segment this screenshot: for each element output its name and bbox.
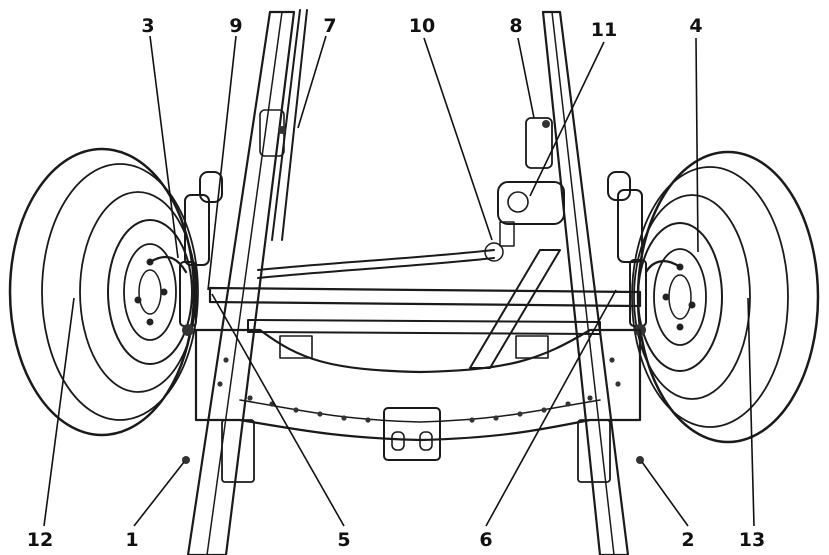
callout-2: 2 — [681, 529, 694, 551]
callout-5: 5 — [337, 529, 350, 551]
leader-10 — [423, 37, 493, 241]
steering-gear — [497, 181, 565, 247]
leader-1 — [133, 461, 185, 527]
frame-rails — [186, 9, 630, 555]
callout-labels: 3 9 7 10 8 11 4 12 1 5 6 2 13 — [27, 15, 765, 551]
axle-assembly — [208, 242, 642, 369]
callout-7: 7 — [323, 15, 336, 37]
leader-13 — [747, 297, 755, 527]
callout-1: 1 — [125, 529, 138, 551]
leader-9 — [207, 35, 237, 291]
right-shock-absorber — [607, 171, 647, 336]
steering-box-mount — [525, 117, 553, 169]
left-wheel — [8, 147, 199, 437]
leader-8 — [517, 37, 535, 119]
leader-2 — [641, 461, 689, 527]
callout-6: 6 — [479, 529, 492, 551]
right-wheel — [631, 150, 820, 444]
callout-8: 8 — [509, 15, 522, 37]
leader-3 — [149, 35, 179, 259]
leader-7 — [297, 35, 327, 129]
callout-12: 12 — [27, 529, 53, 551]
leader-lines — [43, 35, 755, 527]
leader-5 — [211, 293, 345, 527]
leader-11 — [529, 41, 605, 197]
callout-10: 10 — [409, 15, 435, 37]
callout-4: 4 — [689, 15, 702, 37]
callout-3: 3 — [141, 15, 154, 37]
leader-4 — [695, 37, 699, 253]
callout-13: 13 — [739, 529, 765, 551]
callout-11: 11 — [591, 19, 617, 41]
front-cross-member — [194, 328, 642, 461]
leader-12 — [43, 297, 75, 527]
callout-9: 9 — [229, 15, 242, 37]
leader-6 — [485, 289, 617, 527]
left-shock-absorber — [179, 171, 223, 336]
frame-bracket-left — [259, 109, 286, 157]
